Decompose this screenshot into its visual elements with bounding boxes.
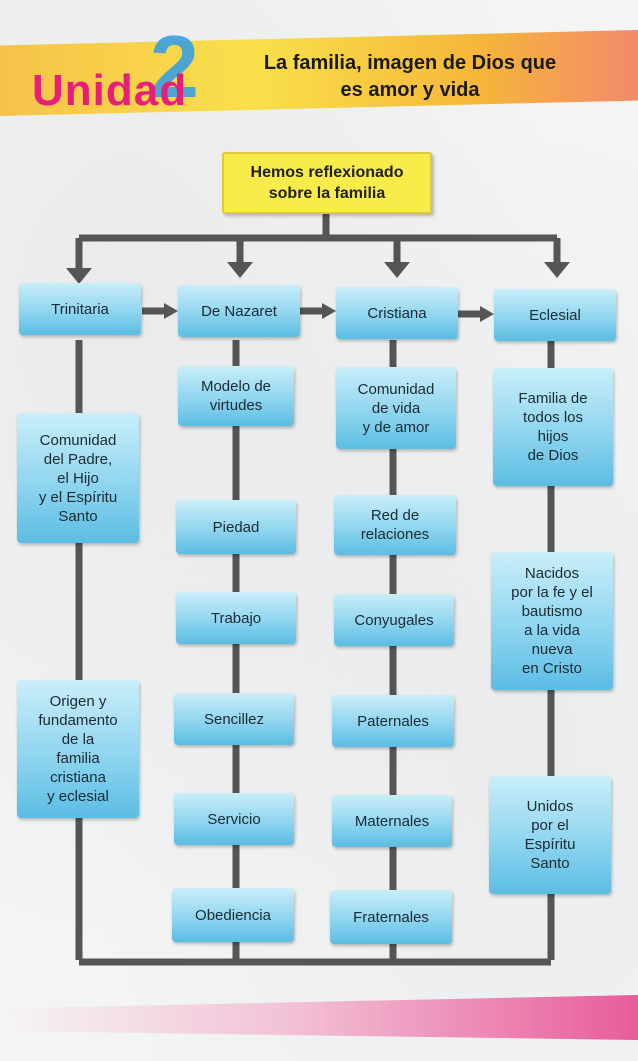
node-eclesial-3: Unidos por el Espíritu Santo	[489, 776, 611, 894]
node-nazaret-5: Servicio	[174, 793, 294, 845]
header-band	[0, 30, 638, 116]
node-nazaret-6: Obediencia	[172, 888, 294, 942]
node-cristiana-1: Comunidad de vida y de amor	[336, 367, 456, 449]
arrowhead-eclesial	[544, 262, 570, 278]
heading-cristiana: Cristiana	[336, 287, 458, 339]
node-cristiana-6: Fraternales	[330, 890, 452, 944]
root-node: Hemos reflexionado sobre la familia	[222, 152, 432, 214]
arrowhead-trinitaria	[66, 268, 92, 284]
node-nazaret-3: Trabajo	[176, 592, 296, 644]
arrowhead-cristiana	[384, 262, 410, 278]
node-eclesial-2: Nacidos por la fe y el bautismo a la vid…	[491, 552, 613, 690]
unit-label: Unidad	[32, 66, 188, 115]
arrowhead-h1	[164, 303, 178, 319]
unit-number: 2	[150, 17, 199, 116]
node-cristiana-4: Paternales	[332, 695, 454, 747]
node-nazaret-4: Sencillez	[174, 693, 294, 745]
heading-trinitaria: Trinitaria	[19, 283, 141, 335]
arrowhead-h2	[322, 303, 336, 319]
arrowhead-nazaret	[227, 262, 253, 278]
arrowhead-h3	[480, 306, 494, 322]
node-nazaret-1: Modelo de virtudes	[178, 366, 294, 426]
node-trinitaria-1: Comunidad del Padre, el Hijo y el Espíri…	[17, 413, 139, 543]
node-cristiana-3: Conyugales	[334, 594, 454, 646]
node-cristiana-2: Red de relaciones	[334, 495, 456, 555]
page-title: La familia, imagen de Dios que es amor y…	[263, 52, 557, 101]
node-cristiana-5: Maternales	[332, 795, 452, 847]
node-trinitaria-2: Origen y fundamento de la familia cristi…	[17, 680, 139, 818]
node-eclesial-1: Familia de todos los hijos de Dios	[493, 368, 613, 486]
heading-nazaret: De Nazaret	[178, 285, 300, 337]
node-nazaret-2: Piedad	[176, 500, 296, 554]
heading-eclesial: Eclesial	[494, 289, 616, 341]
